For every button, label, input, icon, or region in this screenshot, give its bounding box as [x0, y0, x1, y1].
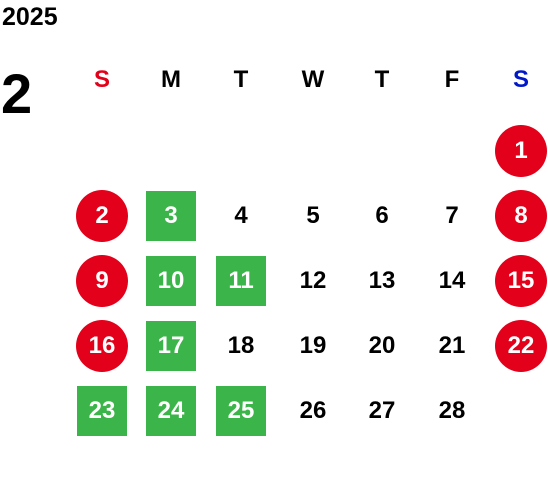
day-cell-8: 8 [495, 190, 547, 242]
weekday-header-6: S [512, 66, 529, 93]
day-cell-13: 13 [368, 267, 396, 294]
day-cell-27: 27 [368, 397, 396, 424]
day-cell-16: 16 [76, 320, 128, 372]
day-cell-4: 4 [234, 202, 248, 229]
day-cell-18: 18 [227, 332, 255, 359]
day-cell-11: 11 [216, 256, 266, 306]
day-cell-6: 6 [375, 202, 389, 229]
day-cell-26: 26 [299, 397, 327, 424]
weekday-header-4: T [374, 66, 390, 93]
day-cell-23: 23 [77, 386, 127, 436]
day-cell-3: 3 [146, 191, 196, 241]
day-cell-19: 19 [299, 332, 327, 359]
day-cell-25: 25 [216, 386, 266, 436]
day-cell-15: 15 [495, 255, 547, 307]
day-cell-1: 1 [495, 125, 547, 177]
weekday-header-1: M [161, 66, 181, 93]
month-number: 2 [1, 62, 33, 125]
day-cell-14: 14 [438, 267, 466, 294]
day-cell-9: 9 [76, 255, 128, 307]
day-cell-21: 21 [438, 332, 466, 359]
day-cell-22: 22 [495, 320, 547, 372]
day-cell-5: 5 [306, 202, 320, 229]
day-cell-7: 7 [445, 202, 459, 229]
day-cell-20: 20 [368, 332, 396, 359]
weekday-header-2: T [233, 66, 249, 93]
year-label: 2025 [2, 3, 58, 31]
weekday-header-0: S [93, 66, 110, 93]
day-cell-24: 24 [146, 386, 196, 436]
day-cell-17: 17 [146, 321, 196, 371]
day-cell-12: 12 [299, 267, 327, 294]
weekday-header-5: F [444, 66, 460, 93]
day-cell-10: 10 [146, 256, 196, 306]
weekday-header-3: W [301, 66, 325, 93]
day-cell-28: 28 [438, 397, 466, 424]
day-cell-2: 2 [76, 190, 128, 242]
